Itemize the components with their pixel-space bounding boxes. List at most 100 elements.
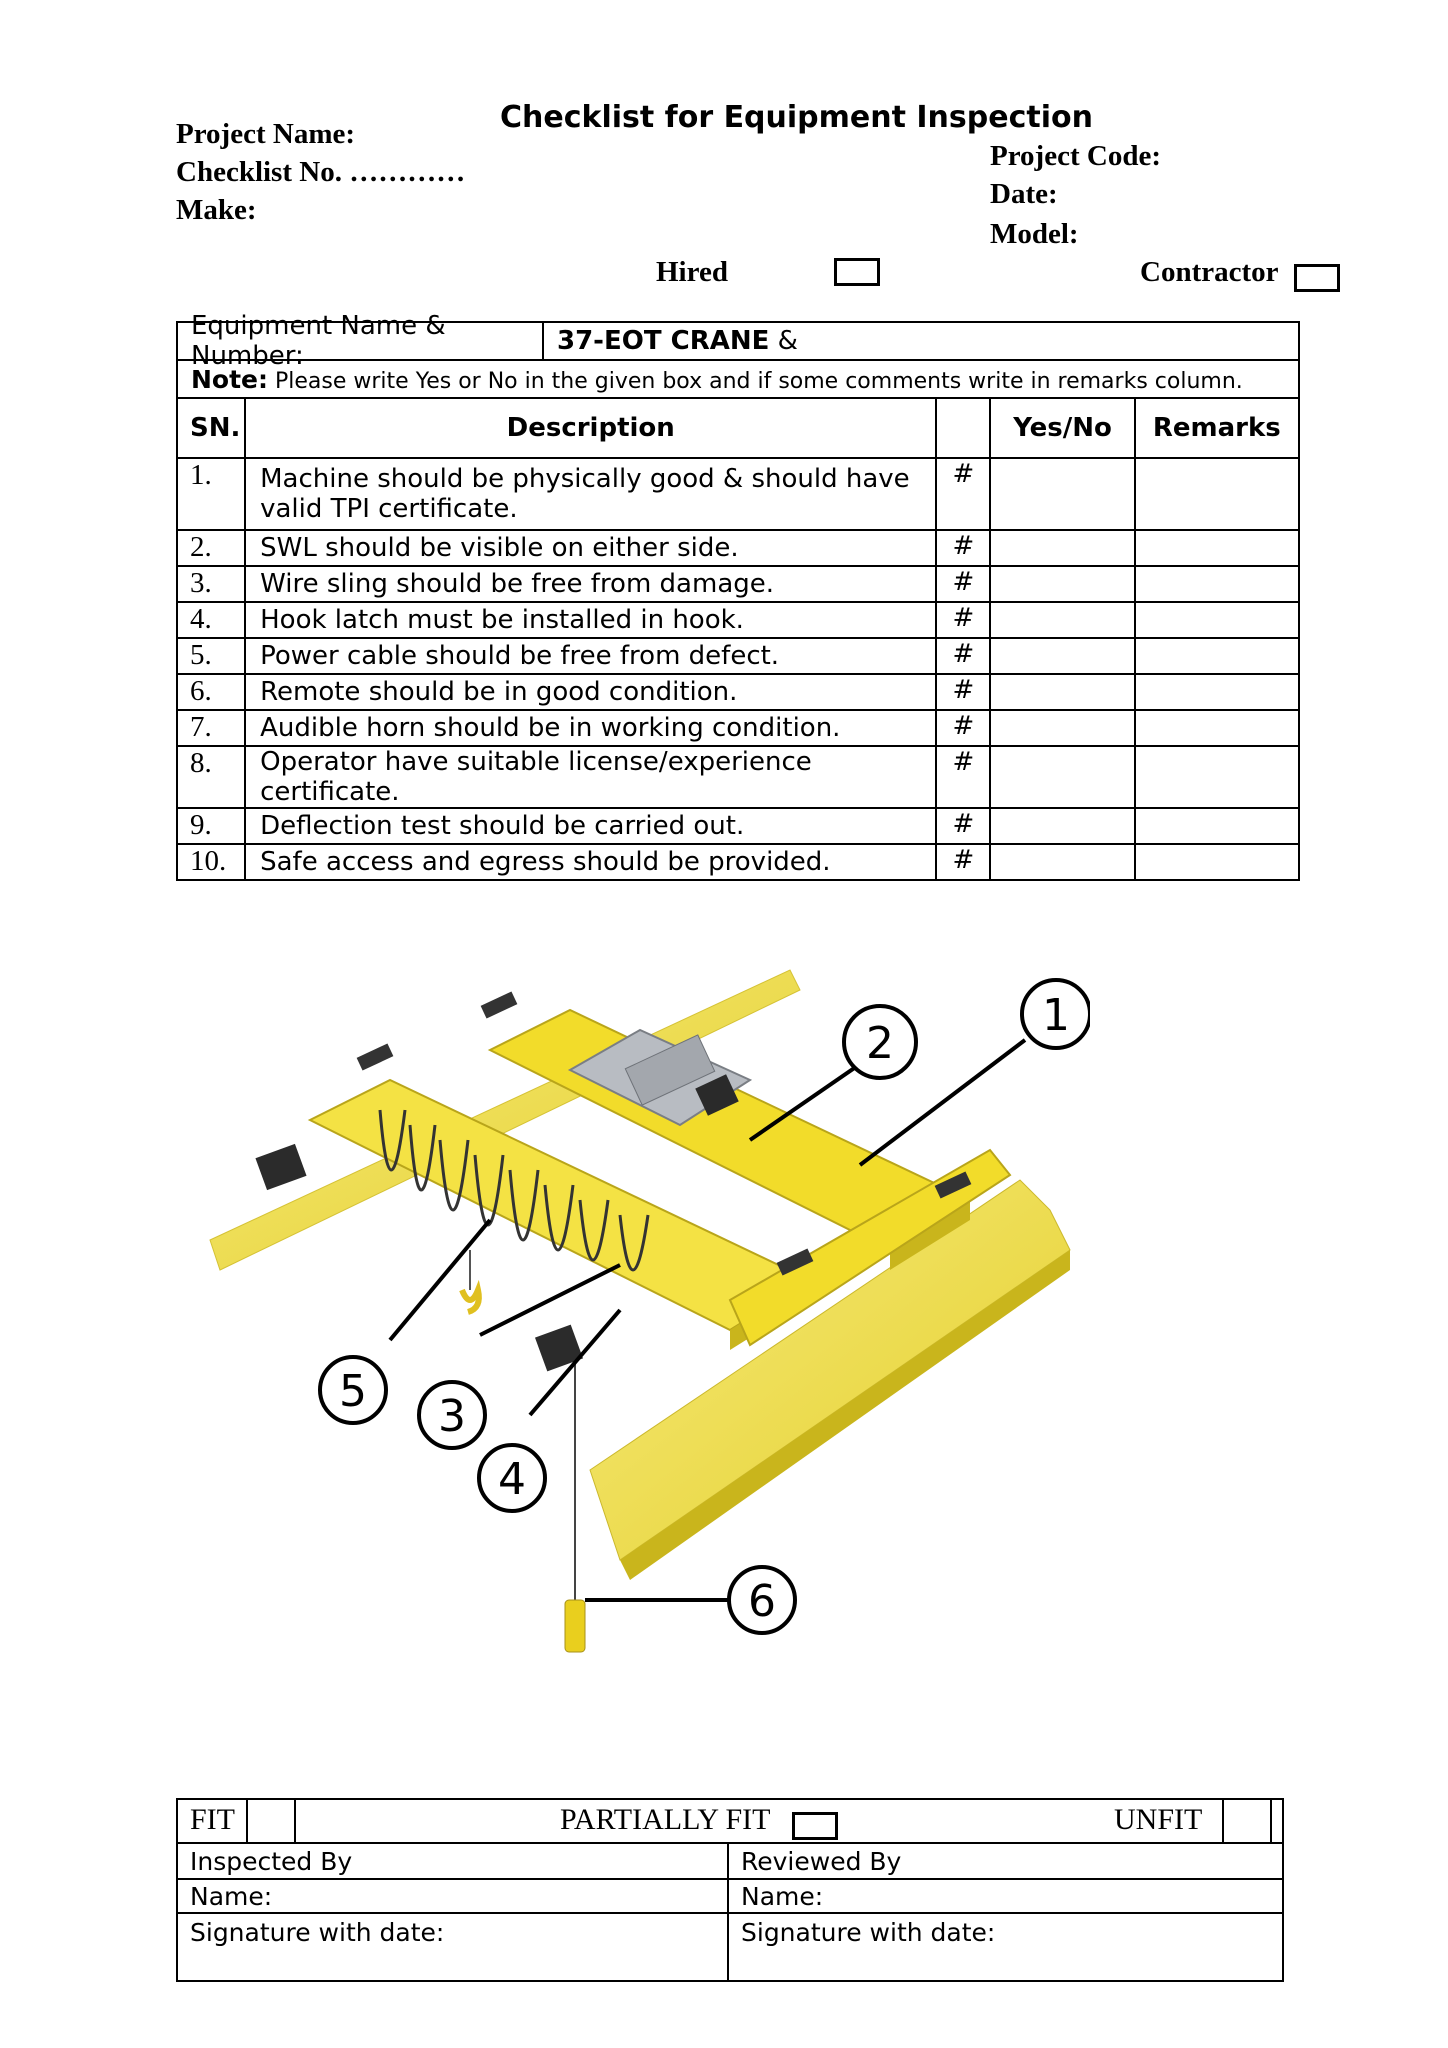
row-remarks-cell[interactable]	[1133, 637, 1301, 675]
table-row: 5.Power cable should be free from defect…	[175, 637, 1301, 675]
row-yes-no-cell[interactable]	[989, 843, 1136, 881]
sign-off-table: FIT PARTIALLY FIT UNFIT Inspected By Rev…	[176, 1798, 1284, 1982]
row-remarks-cell[interactable]	[1133, 457, 1301, 531]
equipment-row: Equipment Name & Number: 37-EOT CRANE &	[176, 311, 1300, 371]
row-mark: #	[935, 601, 992, 639]
hoist-motor	[624, 1034, 716, 1106]
checklist-no-label: Checklist No. …………	[176, 156, 466, 188]
row-mark: #	[935, 457, 992, 531]
callout-3-label: 3	[438, 1391, 466, 1442]
row-remarks-cell[interactable]	[1133, 565, 1301, 603]
row-remarks-cell[interactable]	[1133, 709, 1301, 747]
row-description: Machine should be physically good & shou…	[244, 457, 938, 531]
table-row: 2.SWL should be visible on either side.#	[175, 529, 1301, 567]
bumper-4	[776, 1248, 814, 1276]
table-row: 4.Hook latch must be installed in hook.#	[175, 601, 1301, 639]
page-title: Checklist for Equipment Inspection	[500, 100, 1093, 135]
girder-1-side	[890, 1200, 970, 1270]
callout-6-label: 6	[748, 1576, 776, 1627]
row-remarks-cell[interactable]	[1133, 601, 1301, 639]
row-sn: 3.	[175, 565, 247, 603]
name-row: Name: Name:	[176, 1878, 1284, 1914]
row-mark: #	[935, 565, 992, 603]
row-description: Audible horn should be in working condit…	[244, 709, 938, 747]
row-yes-no-cell[interactable]	[989, 807, 1136, 845]
row-yes-no-cell[interactable]	[989, 601, 1136, 639]
row-sn: 5.	[175, 637, 247, 675]
name-right-field[interactable]: Name:	[727, 1878, 1284, 1914]
row-mark: #	[935, 673, 992, 711]
hook	[459, 1279, 482, 1315]
checklist-rows: 1.Machine should be physically good & sh…	[175, 457, 1301, 881]
fit-checkbox[interactable]	[246, 1800, 296, 1842]
fitness-row: FIT PARTIALLY FIT UNFIT	[176, 1798, 1284, 1844]
table-row: 1.Machine should be physically good & sh…	[175, 457, 1301, 531]
make-label: Make:	[176, 194, 257, 226]
row-sn: 9.	[175, 807, 247, 845]
row-yes-no-cell[interactable]	[989, 709, 1136, 747]
reviewed-by-label: Reviewed By	[727, 1842, 1284, 1880]
name-left-field[interactable]: Name:	[176, 1878, 729, 1914]
row-yes-no-cell[interactable]	[989, 673, 1136, 711]
inspected-by-label: Inspected By	[176, 1842, 729, 1880]
table-row: 7.Audible horn should be in working cond…	[175, 709, 1301, 747]
row-mark: #	[935, 637, 992, 675]
row-yes-no-cell[interactable]	[989, 637, 1136, 675]
row-remarks-cell[interactable]	[1133, 673, 1301, 711]
table-header-row: SN. Description Yes/No Remarks	[175, 397, 1301, 459]
contractor-checkbox[interactable]	[1294, 264, 1340, 292]
front-rail-shadow	[620, 1250, 1070, 1580]
row-yes-no-cell[interactable]	[989, 457, 1136, 531]
row-sn: 8.	[175, 745, 247, 809]
signature-right-field[interactable]: Signature with date:	[727, 1912, 1284, 1982]
row-remarks-cell[interactable]	[1133, 529, 1301, 567]
note-row: Note: Please write Yes or No in the give…	[176, 359, 1300, 399]
bumper-2	[356, 1043, 394, 1071]
row-description: Remote should be in good condition.	[244, 673, 938, 711]
row-description: Deflection test should be carried out.	[244, 807, 938, 845]
unfit-checkbox[interactable]	[1222, 1800, 1272, 1842]
callout-4-label: 4	[498, 1454, 526, 1505]
row-sn: 2.	[175, 529, 247, 567]
callout-3: 3	[417, 1380, 487, 1450]
row-sn: 7.	[175, 709, 247, 747]
row-mark: #	[935, 843, 992, 881]
hired-checkbox[interactable]	[834, 258, 880, 286]
row-description: Hook latch must be installed in hook.	[244, 601, 938, 639]
date-label: Date:	[990, 178, 1058, 210]
table-row: 3.Wire sling should be free from damage.…	[175, 565, 1301, 603]
partially-fit-checkbox[interactable]	[792, 1812, 838, 1840]
row-sn: 6.	[175, 673, 247, 711]
travel-motor-right	[534, 1324, 584, 1372]
row-description: SWL should be visible on either side.	[244, 529, 938, 567]
row-mark: #	[935, 529, 992, 567]
row-mark: #	[935, 745, 992, 809]
callout-line-1	[858, 1038, 1027, 1167]
equipment-value-bold: 37-EOT CRANE	[557, 326, 770, 356]
callout-line-5	[388, 1218, 492, 1342]
bumper-1	[480, 991, 518, 1019]
header-blank	[935, 397, 992, 459]
signature-row: Signature with date: Signature with date…	[176, 1912, 1284, 1982]
partially-fit-label: PARTIALLY FIT	[560, 1803, 771, 1836]
table-row: 10.Safe access and egress should be prov…	[175, 843, 1301, 881]
equipment-value: 37-EOT CRANE &	[544, 326, 798, 356]
table-row: 8.Operator have suitable license/experie…	[175, 745, 1301, 809]
row-remarks-cell[interactable]	[1133, 843, 1301, 881]
bumper-3	[934, 1171, 972, 1199]
callout-line-4	[528, 1308, 622, 1417]
note-label: Note:	[191, 364, 269, 394]
callout-2: 2	[842, 1004, 918, 1080]
row-remarks-cell[interactable]	[1133, 807, 1301, 845]
row-yes-no-cell[interactable]	[989, 529, 1136, 567]
row-remarks-cell[interactable]	[1133, 745, 1301, 809]
table-row: 6.Remote should be in good condition.#	[175, 673, 1301, 711]
project-name-label: Project Name:	[176, 118, 355, 150]
callout-2-label: 2	[866, 1018, 894, 1069]
row-yes-no-cell[interactable]	[989, 565, 1136, 603]
row-yes-no-cell[interactable]	[989, 745, 1136, 809]
callout-1-label: 1	[1042, 990, 1070, 1041]
row-description: Safe access and egress should be provide…	[244, 843, 938, 881]
signature-left-field[interactable]: Signature with date:	[176, 1912, 729, 1982]
row-description: Power cable should be free from defect.	[244, 637, 938, 675]
